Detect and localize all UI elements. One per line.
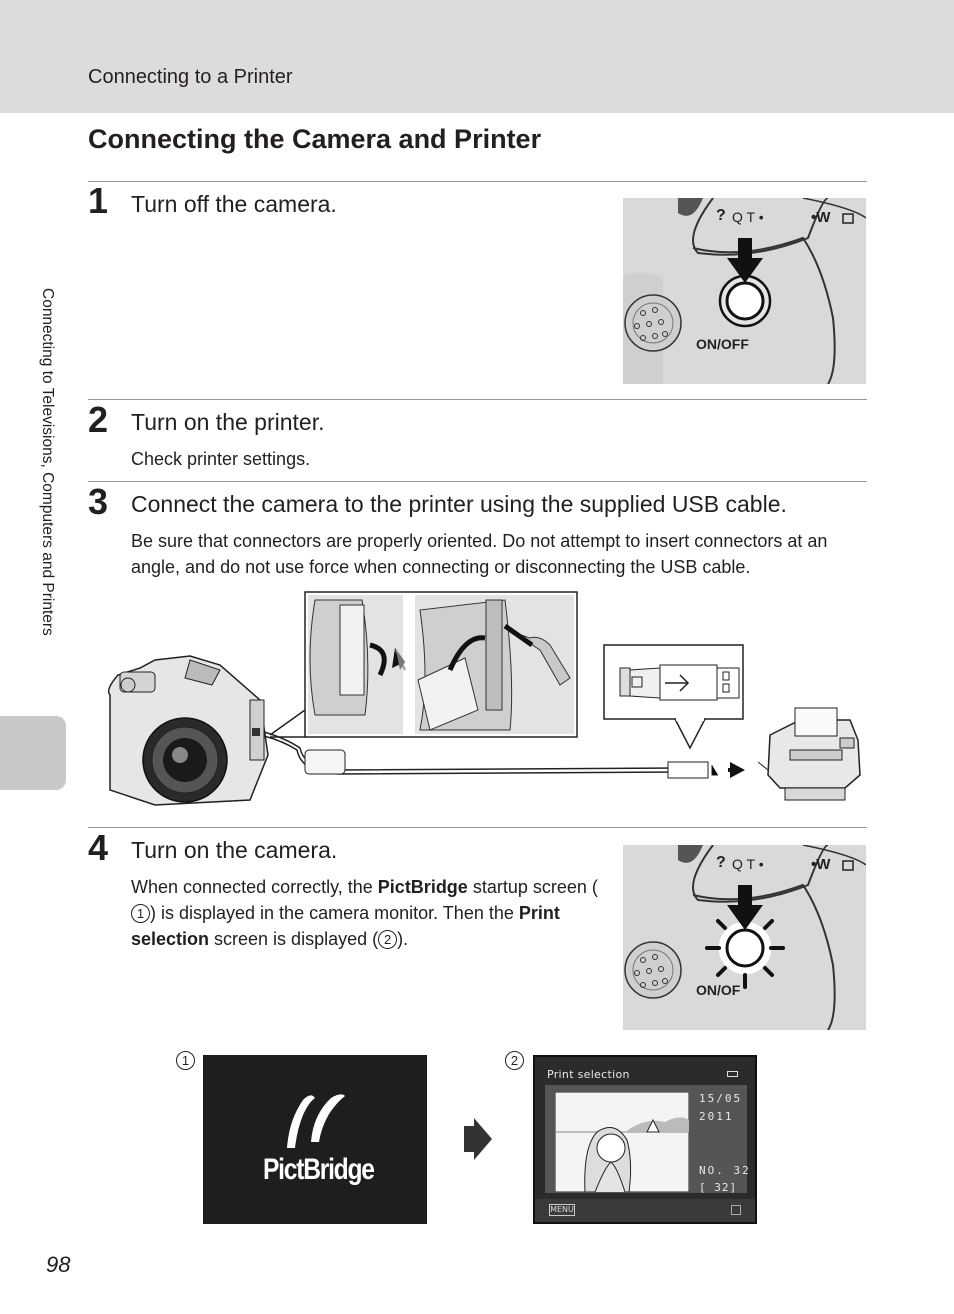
date-line2: 2011 <box>699 1110 734 1123</box>
battery-icon <box>727 1071 738 1077</box>
pictbridge-logo-mark <box>287 1094 345 1148</box>
divider <box>88 827 867 828</box>
image-count: [ 32] <box>699 1181 738 1194</box>
pictbridge-screen: PictBridge <box>203 1055 427 1224</box>
svg-text:•W: •W <box>811 856 831 873</box>
divider <box>88 481 867 482</box>
on-off-label: ON/OFF <box>696 336 749 352</box>
divider <box>88 181 867 182</box>
svg-text:?: ? <box>716 854 726 871</box>
step-heading: Turn on the camera. <box>131 837 338 863</box>
step-number: 2 <box>88 399 109 440</box>
camera-power-off-illustration: ? Q T • •W ON/OFF <box>623 198 866 384</box>
divider <box>88 399 867 400</box>
chapter-side-label: Connecting to Televisions, Computers and… <box>39 288 56 636</box>
photo-thumbnail <box>555 1092 689 1192</box>
step-body: Check printer settings. <box>131 449 311 469</box>
lcd-title: Print selection <box>547 1068 630 1081</box>
on-off-label: ON/OF <box>696 982 741 998</box>
camera-power-on-illustration: ? Q T • •W ON/OF <box>623 845 866 1030</box>
chapter-tab <box>0 716 66 790</box>
step-heading: Connect the camera to the printer using … <box>131 491 787 517</box>
menu-icon: MENU <box>549 1204 575 1216</box>
header-band <box>0 0 954 113</box>
step-body: When connected correctly, the PictBridge… <box>131 877 598 949</box>
zoom-icon <box>731 1205 741 1215</box>
svg-text:?: ? <box>716 207 726 224</box>
step-number: 4 <box>88 827 109 868</box>
step-heading: Turn off the camera. <box>131 191 337 217</box>
running-header: Connecting to a Printer <box>88 66 293 88</box>
date-line1: 15/05 <box>699 1092 743 1105</box>
svg-text:•W: •W <box>811 209 831 226</box>
callout-2: 2 <box>505 1051 524 1070</box>
step-body: Be sure that connectors are properly ori… <box>131 531 828 577</box>
arrow-right-icon <box>464 1118 492 1160</box>
step-number: 3 <box>88 481 109 522</box>
step-heading: Turn on the printer. <box>131 409 325 435</box>
page-title: Connecting the Camera and Printer <box>88 124 542 154</box>
pictbridge-logo: PictBridge <box>263 1153 375 1186</box>
svg-text:Q T •: Q T • <box>732 856 764 872</box>
usb-connection-illustration <box>107 591 861 806</box>
page-number: 98 <box>46 1252 71 1277</box>
callout-1: 1 <box>176 1051 195 1070</box>
svg-text:Q T •: Q T • <box>732 209 764 225</box>
print-selection-screen: Print selection 15/05 2011 NO. 32 [ 32] … <box>533 1055 757 1224</box>
step-number: 1 <box>88 180 109 221</box>
image-number: NO. 32 <box>699 1164 751 1177</box>
